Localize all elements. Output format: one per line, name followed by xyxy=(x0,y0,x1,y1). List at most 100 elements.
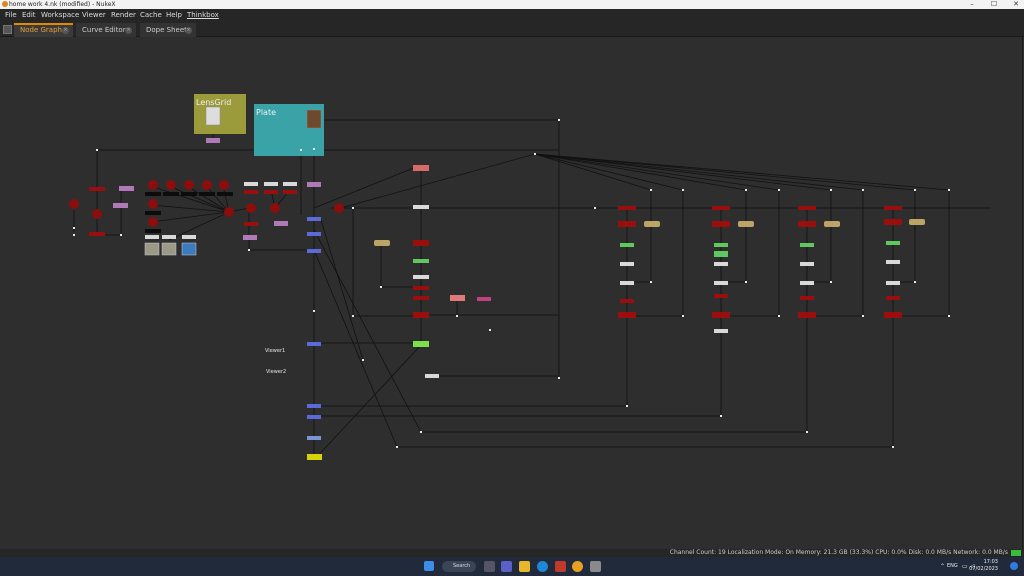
pane-menu-icon[interactable] xyxy=(3,25,12,34)
read-node[interactable] xyxy=(144,242,160,256)
node[interactable] xyxy=(307,232,321,236)
node[interactable] xyxy=(264,182,278,186)
node[interactable] xyxy=(145,229,161,233)
dot[interactable] xyxy=(682,315,684,317)
windows-start-icon[interactable] xyxy=(424,561,434,571)
node[interactable] xyxy=(163,192,179,196)
node[interactable] xyxy=(450,295,465,301)
node[interactable] xyxy=(413,240,429,246)
node[interactable] xyxy=(618,206,636,210)
read-node[interactable] xyxy=(161,242,177,256)
node[interactable] xyxy=(307,404,321,408)
node[interactable] xyxy=(69,199,79,209)
dot[interactable] xyxy=(396,446,398,448)
network-icon[interactable]: ▭ xyxy=(962,563,968,570)
node[interactable] xyxy=(620,243,634,247)
close-button[interactable]: ✕ xyxy=(1013,0,1019,8)
node[interactable] xyxy=(800,262,814,266)
dot[interactable] xyxy=(313,310,315,312)
app-icon[interactable] xyxy=(590,561,601,572)
menu-file[interactable]: File xyxy=(5,11,17,19)
node[interactable] xyxy=(738,221,754,227)
node[interactable] xyxy=(714,243,728,247)
node[interactable] xyxy=(334,203,344,213)
tray-chevron-icon[interactable]: ⌃ xyxy=(940,563,946,570)
node[interactable] xyxy=(618,312,636,318)
node[interactable] xyxy=(199,192,215,196)
node[interactable] xyxy=(145,235,159,239)
node[interactable] xyxy=(712,221,730,227)
dot[interactable] xyxy=(862,315,864,317)
notification-icon[interactable] xyxy=(1010,562,1018,570)
dot[interactable] xyxy=(948,315,950,317)
taskbar-search[interactable]: Search xyxy=(442,561,476,572)
node[interactable] xyxy=(413,205,429,209)
taskbar-clock[interactable]: 17:03 07/02/2023 xyxy=(969,559,998,573)
dot[interactable] xyxy=(420,431,422,433)
dot[interactable] xyxy=(682,189,684,191)
viewer-label[interactable]: Viewer2 xyxy=(266,369,286,375)
dot[interactable] xyxy=(352,207,354,209)
dot[interactable] xyxy=(745,189,747,191)
node[interactable] xyxy=(618,221,636,227)
dot[interactable] xyxy=(778,189,780,191)
dot[interactable] xyxy=(73,227,75,229)
node[interactable] xyxy=(119,186,134,191)
node[interactable] xyxy=(800,281,814,285)
task-view-icon[interactable] xyxy=(484,561,495,572)
menu-help[interactable]: Help xyxy=(166,11,182,19)
node[interactable] xyxy=(307,249,321,253)
file-explorer-icon[interactable] xyxy=(519,561,530,572)
node[interactable] xyxy=(219,180,229,190)
node[interactable] xyxy=(800,243,814,247)
backdrop-lensgrid[interactable]: LensGrid xyxy=(194,94,246,134)
menu-edit[interactable]: Edit xyxy=(22,11,36,19)
node[interactable] xyxy=(148,180,158,190)
nuke-taskbar-icon[interactable] xyxy=(572,561,583,572)
app-icon[interactable] xyxy=(555,561,566,572)
node[interactable] xyxy=(307,217,321,221)
menu-render[interactable]: Render xyxy=(111,11,136,19)
white-nodes[interactable] xyxy=(145,182,900,378)
node[interactable] xyxy=(712,312,730,318)
node[interactable] xyxy=(413,259,429,263)
pink-nodes[interactable] xyxy=(413,165,491,301)
dot[interactable] xyxy=(830,189,832,191)
black-nodes[interactable] xyxy=(145,192,233,233)
minimize-button[interactable]: – xyxy=(970,0,974,8)
dot[interactable] xyxy=(862,189,864,191)
node[interactable] xyxy=(244,190,258,194)
node[interactable] xyxy=(824,221,840,227)
node[interactable] xyxy=(145,192,161,196)
tab-node-graph[interactable]: Node Graph × xyxy=(14,23,73,37)
node[interactable] xyxy=(113,203,128,208)
node[interactable] xyxy=(206,138,220,143)
green-nodes[interactable] xyxy=(413,241,900,347)
dot[interactable] xyxy=(558,377,560,379)
volume-icon[interactable]: ◁ xyxy=(970,563,975,570)
close-icon[interactable]: × xyxy=(125,27,132,34)
node[interactable] xyxy=(644,221,660,227)
node-graph-canvas[interactable]: LensGrid Plate xyxy=(1,37,1023,549)
node[interactable] xyxy=(620,262,634,266)
close-icon[interactable]: × xyxy=(62,27,69,34)
backdrop-plate[interactable]: Plate xyxy=(254,104,324,156)
dot[interactable] xyxy=(313,148,315,150)
node[interactable] xyxy=(620,299,634,303)
node[interactable] xyxy=(909,219,925,225)
node[interactable] xyxy=(283,190,297,194)
node[interactable] xyxy=(886,241,900,245)
node[interactable] xyxy=(477,297,491,301)
node[interactable] xyxy=(244,182,258,186)
dot[interactable] xyxy=(650,189,652,191)
dot[interactable] xyxy=(806,431,808,433)
node[interactable] xyxy=(413,275,429,279)
viewer-nodes[interactable]: Viewer1 Viewer2 xyxy=(265,348,286,375)
node[interactable] xyxy=(224,207,234,217)
node[interactable] xyxy=(148,217,158,227)
dot[interactable] xyxy=(892,446,894,448)
node[interactable] xyxy=(413,312,429,318)
node[interactable] xyxy=(243,235,257,240)
node[interactable] xyxy=(798,221,816,227)
node[interactable] xyxy=(307,436,321,440)
